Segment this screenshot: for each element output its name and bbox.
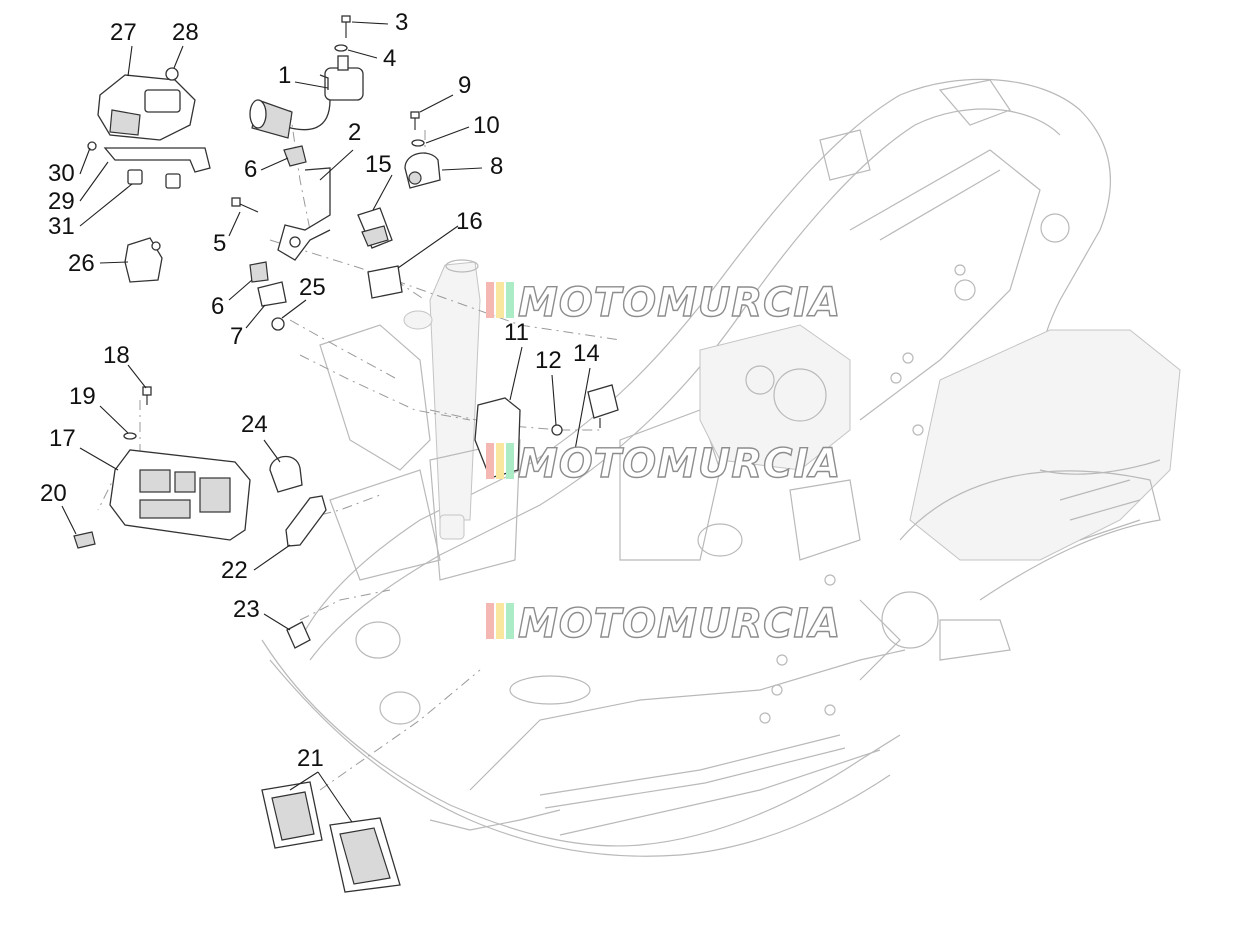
switch-part — [404, 111, 441, 189]
callout-24: 24 — [241, 411, 268, 438]
control-module-part — [97, 67, 196, 141]
callout-31: 31 — [48, 213, 75, 240]
callout-12: 12 — [535, 347, 562, 374]
watermark-text: MOTOMURCIA — [518, 441, 841, 487]
sensor-part — [257, 281, 287, 331]
callout-26: 26 — [68, 250, 95, 277]
callout-30: 30 — [48, 160, 75, 187]
callout-14: 14 — [573, 340, 600, 367]
watermark-text: MOTOMURCIA — [518, 601, 841, 647]
scooter-frame — [261, 78, 1181, 857]
connector-part — [249, 145, 307, 283]
rubber-pad-part — [261, 781, 401, 893]
clamp-part — [269, 455, 327, 649]
watermark-1: MOTOMURCIA — [486, 279, 841, 327]
callout-29: 29 — [48, 188, 75, 215]
callout-6a: 6 — [244, 156, 257, 183]
callout-18: 18 — [103, 342, 130, 369]
callout-22: 22 — [221, 557, 248, 584]
callout-7: 7 — [230, 323, 243, 350]
watermark-text: MOTOMURCIA — [518, 280, 841, 326]
callout-5: 5 — [213, 230, 226, 257]
callout-10: 10 — [473, 112, 500, 139]
callout-27: 27 — [110, 19, 137, 46]
fuse-box-part — [73, 386, 251, 549]
watermark-2: MOTOMURCIA — [486, 440, 841, 488]
relay-part — [357, 207, 403, 299]
callout-4: 4 — [383, 45, 396, 72]
callout-19: 19 — [69, 383, 96, 410]
clip-part — [124, 237, 163, 283]
callout-21: 21 — [297, 745, 324, 772]
watermark-3: MOTOMURCIA — [486, 600, 841, 648]
callout-3: 3 — [395, 9, 408, 36]
callout-16: 16 — [456, 208, 483, 235]
callout-1: 1 — [278, 62, 291, 89]
callout-15: 15 — [365, 151, 392, 178]
leader-lines — [61, 21, 591, 823]
callouts: 1 2 3 4 5 6 6 7 8 9 10 11 12 14 15 16 17… — [40, 9, 600, 772]
callout-23: 23 — [233, 596, 260, 623]
callout-28: 28 — [172, 19, 199, 46]
callout-6b: 6 — [211, 293, 224, 320]
callout-8: 8 — [490, 153, 503, 180]
coil-bracket-part — [277, 167, 331, 261]
screw-part — [334, 15, 351, 52]
callout-9: 9 — [458, 72, 471, 99]
callout-17: 17 — [49, 425, 76, 452]
ignition-coil-part — [249, 55, 364, 139]
callout-11: 11 — [504, 319, 529, 346]
callout-2: 2 — [348, 119, 361, 146]
bracket-part — [87, 141, 211, 189]
parts — [73, 15, 619, 893]
callout-20: 20 — [40, 480, 67, 507]
bolt-part — [231, 197, 259, 213]
callout-25: 25 — [299, 274, 326, 301]
